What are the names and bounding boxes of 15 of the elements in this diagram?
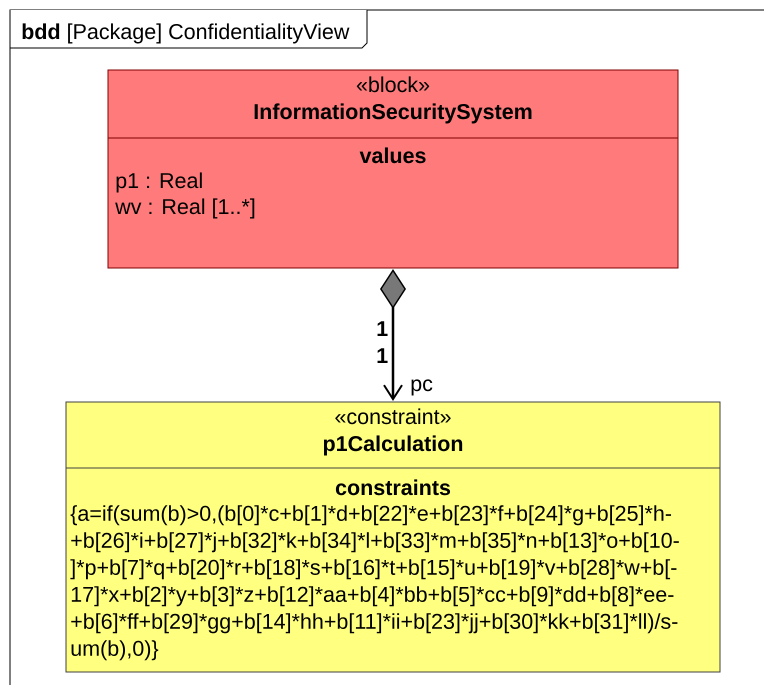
stereotype-label: «constraint» xyxy=(335,408,451,424)
block-box xyxy=(66,402,720,672)
stereotype-label: «block» xyxy=(356,76,430,92)
frame-title: bdd [Package] ConfidentialityView xyxy=(10,10,368,48)
block-box xyxy=(108,70,678,268)
role-label: pc xyxy=(412,379,432,396)
compartment-heading: values xyxy=(360,147,426,164)
block-name: p1Calculation xyxy=(324,435,462,456)
property-text: p1 : Real xyxy=(116,172,202,192)
multiplicity-label: 1 xyxy=(378,321,388,336)
multiplicity-label: 1 xyxy=(378,348,388,363)
compartment-heading: constraints xyxy=(336,479,450,496)
constraint-text: {a=if(sum(b)>0,(b[0]*c+b[1]*d+b[22]*e+b[23]*f+b[24]*g+b[25]*h- +b[26]*i+b[27]*j+b[32]*k+b[34]*l+b[33]*m+b[35]*n+b[13]*o+b[10- ]*p+b[7]*q+b[20]*r+b[18]*s+b[16]*t+b[15]*u+b[19]*v+b[28]*w+b[- 17]*x+b[2]*y+b[3]*z+b[12]*aa+b[4]*bb+b[5]*cc+b[9]*dd+b[8]*ee- +b[6]*ff+b[29]*gg+b[14]*hh+b[11]*ii+b[23]*jj+b[30]*kk+b[31]*ll)/s- um(b),0)} xyxy=(70,505,679,660)
block-name: InformationSecuritySystem xyxy=(254,103,532,124)
property-text: wv : Real [1..*] xyxy=(115,198,254,218)
